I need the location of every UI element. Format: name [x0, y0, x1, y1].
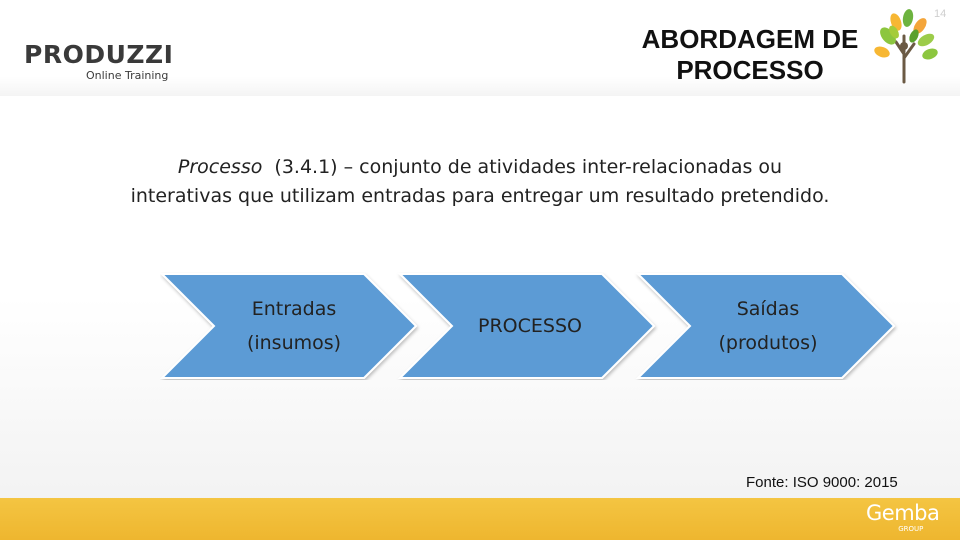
step-saidas-line2: (produtos): [718, 332, 818, 354]
header-band: [0, 0, 960, 96]
gemba-logo-main: Gemba: [866, 501, 940, 525]
gemba-logo: Gemba GROUP: [866, 501, 940, 534]
source-citation: Fonte: ISO 9000: 2015: [746, 474, 898, 491]
step-entradas-line1: Entradas: [251, 298, 337, 320]
tree-icon: [874, 9, 938, 84]
slide-title: ABORDAGEM DE PROCESSO: [630, 24, 870, 86]
chevron-saidas: [635, 273, 896, 379]
gemba-logo-sub: GROUP: [898, 525, 924, 533]
process-flow-shapes: [160, 273, 896, 379]
definition-text: Processo (3.4.1) – conjunto de atividade…: [60, 153, 900, 211]
slide-number: 14: [934, 8, 947, 20]
chevron-processo: [397, 273, 656, 379]
step-saidas-line1: Saídas: [736, 298, 800, 320]
step-saidas-label: Saídas (produtos): [698, 292, 838, 360]
chevron-entradas: [160, 273, 418, 379]
definition-line1: Processo (3.4.1) – conjunto de atividade…: [60, 153, 900, 182]
produzzi-logo: PRODUZZI Online Training: [24, 42, 173, 82]
slide-title-line2: PROCESSO: [676, 55, 824, 85]
step-entradas-line2: (insumos): [246, 332, 342, 354]
footer-band: [0, 498, 960, 540]
step-processo-label: PROCESSO: [478, 315, 582, 337]
definition-line1-rest: (3.4.1) – conjunto de atividades inter-r…: [262, 156, 783, 178]
process-flow-diagram: Entradas (insumos) PROCESSO Saídas (prod…: [160, 272, 900, 380]
logo-sub-text: Online Training: [86, 69, 169, 82]
step-entradas-label: Entradas (insumos): [224, 292, 364, 360]
definition-line2: interativas que utilizam entradas para e…: [130, 185, 830, 207]
logo-main-text: PRODUZZI: [24, 40, 174, 69]
slide-title-line1: ABORDAGEM DE: [641, 24, 859, 54]
definition-term: Processo: [177, 156, 263, 178]
